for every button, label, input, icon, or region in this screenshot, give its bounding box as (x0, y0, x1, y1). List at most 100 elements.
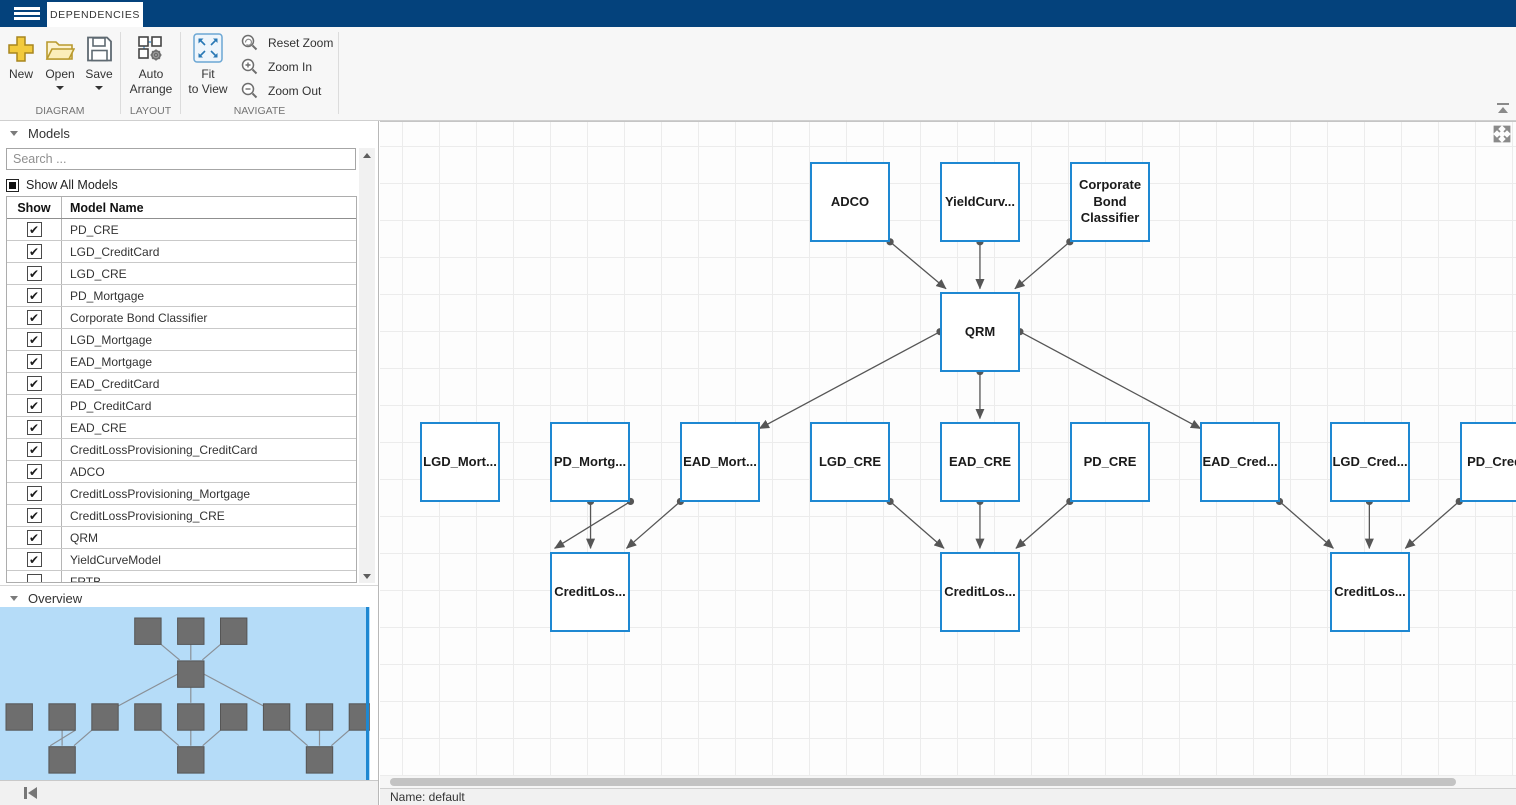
table-row: ✔ LGD_Mortgage (7, 329, 356, 351)
model-visibility-checkbox[interactable]: ✔ (26, 508, 42, 523)
canvas-horizontal-scrollbar[interactable] (380, 776, 1516, 788)
model-node-QRM[interactable]: QRM (940, 292, 1020, 372)
scrollbar-up-arrow[interactable] (359, 148, 375, 162)
dependency-edge (1279, 500, 1334, 549)
model-visibility-checkbox[interactable]: ✔ (26, 464, 42, 479)
minimap-edge (202, 729, 221, 747)
models-section-header[interactable]: Models (0, 121, 378, 145)
model-show-cell: ✔ (7, 417, 62, 438)
model-name-cell[interactable]: QRM (70, 530, 98, 545)
minimap-node (134, 703, 162, 731)
hamburger-menu-icon[interactable] (14, 7, 40, 20)
model-table-scrollbar[interactable] (359, 148, 375, 583)
model-node-CreditLossProvisioning_CreditCard[interactable]: CreditLos... (1330, 552, 1410, 632)
overview-minimap[interactable] (0, 607, 377, 780)
scrollbar-down-arrow[interactable] (359, 569, 375, 583)
model-visibility-checkbox[interactable]: ✔ (26, 376, 42, 391)
model-visibility-checkbox[interactable]: ✔ (26, 530, 42, 545)
overview-section-header[interactable]: Overview (0, 586, 378, 610)
expand-view-icon[interactable] (1492, 124, 1512, 144)
model-node-PD_CRE[interactable]: PD_CRE (1070, 422, 1150, 502)
save-dropdown-caret[interactable] (95, 86, 103, 90)
save-button[interactable]: Save (82, 35, 116, 90)
tab-dependencies[interactable]: DEPENDENCIES (47, 2, 143, 27)
model-name-cell[interactable]: PD_CreditCard (70, 398, 152, 413)
model-visibility-checkbox[interactable]: ✔ (26, 486, 42, 501)
model-name-cell[interactable]: PD_Mortgage (70, 288, 145, 303)
navigate-group-label: NAVIGATE (233, 105, 286, 117)
model-node-PD_CreditCard[interactable]: PD_Cred... (1460, 422, 1516, 502)
column-header-show[interactable]: Show (7, 197, 62, 218)
minimap-edge (201, 643, 221, 661)
overview-collapse-icon[interactable] (10, 595, 18, 601)
model-name-cell[interactable]: EAD_CRE (70, 420, 127, 435)
model-visibility-checkbox[interactable] (26, 574, 42, 582)
model-node-EAD_Mortgage[interactable]: EAD_Mort... (680, 422, 760, 502)
model-name-cell[interactable]: CreditLossProvisioning_CRE (70, 508, 225, 523)
model-name-cell[interactable]: EAD_Mortgage (70, 354, 153, 369)
model-show-cell: ✔ (7, 307, 62, 328)
diagram-canvas[interactable]: ADCO YieldCurv... Corporate Bond Classifie… (380, 121, 1516, 776)
model-visibility-checkbox[interactable]: ✔ (26, 552, 42, 567)
model-node-label: CreditLos... (944, 583, 1016, 599)
model-node-EAD_CreditCard[interactable]: EAD_Cred... (1200, 422, 1280, 502)
model-node-LGD_CreditCard[interactable]: LGD_Cred... (1330, 422, 1410, 502)
auto-arrange-button[interactable]: Auto Arrange (126, 35, 176, 97)
model-visibility-checkbox[interactable]: ✔ (26, 442, 42, 457)
open-button[interactable]: Open (42, 35, 78, 90)
model-name-cell[interactable]: ADCO (70, 464, 105, 479)
new-button[interactable]: New (4, 35, 38, 82)
model-name-cell[interactable]: LGD_CRE (70, 266, 127, 281)
model-visibility-checkbox[interactable]: ✔ (26, 288, 42, 303)
model-name-cell[interactable]: LGD_CreditCard (70, 244, 160, 259)
model-name-cell[interactable]: CreditLossProvisioning_CreditCard (70, 442, 258, 457)
model-visibility-checkbox[interactable]: ✔ (26, 354, 42, 369)
ribbon-separator (180, 32, 181, 114)
minimap-edge (203, 673, 265, 707)
model-visibility-checkbox[interactable]: ✔ (26, 398, 42, 413)
model-name-cell[interactable]: YieldCurveModel (70, 552, 161, 567)
horizontal-scrollbar-thumb[interactable] (390, 778, 1456, 786)
model-visibility-checkbox[interactable]: ✔ (26, 244, 42, 259)
model-node-LGD_Mortgage[interactable]: LGD_Mort... (420, 422, 500, 502)
model-show-cell: ✔ (7, 395, 62, 416)
model-node-label: EAD_Mort... (683, 453, 757, 469)
model-name-cell[interactable]: Corporate Bond Classifier (70, 310, 208, 325)
save-floppy-icon (86, 36, 112, 62)
model-node-CorporateBondClassifier[interactable]: Corporate Bond Classifier (1070, 162, 1150, 242)
model-search-input[interactable] (6, 148, 356, 170)
skip-to-start-icon[interactable] (24, 786, 40, 800)
model-visibility-checkbox[interactable]: ✔ (26, 332, 42, 347)
model-node-ADCO[interactable]: ADCO (810, 162, 890, 242)
minimap-node (220, 703, 248, 731)
models-collapse-icon[interactable] (10, 130, 18, 136)
model-node-PD_Mortgage[interactable]: PD_Mortg... (550, 422, 630, 502)
model-name-cell[interactable]: LGD_Mortgage (70, 332, 153, 347)
model-name-cell[interactable]: EAD_CreditCard (70, 376, 160, 391)
reset-zoom-button[interactable]: Reset Zoom (240, 34, 333, 52)
model-node-CreditLossProvisioning_Mortgage[interactable]: CreditLos... (550, 552, 630, 632)
zoom-out-button[interactable]: Zoom Out (240, 82, 321, 100)
model-visibility-checkbox[interactable]: ✔ (26, 266, 42, 281)
model-node-label: LGD_Cred... (1332, 453, 1408, 469)
model-node-LGD_CRE[interactable]: LGD_CRE (810, 422, 890, 502)
model-node-YieldCurveModel[interactable]: YieldCurv... (940, 162, 1020, 242)
model-show-cell: ✔ (7, 241, 62, 262)
model-visibility-checkbox[interactable]: ✔ (26, 222, 42, 237)
column-header-model-name[interactable]: Model Name (70, 200, 144, 215)
fit-to-view-button[interactable]: Fit to View (188, 33, 228, 97)
show-all-models-checkbox[interactable]: Show All Models (6, 176, 118, 194)
collapse-ribbon-icon[interactable] (1496, 103, 1510, 115)
model-name-cell[interactable]: PD_CRE (70, 222, 119, 237)
model-name-cell[interactable]: CreditLossProvisioning_Mortgage (70, 486, 251, 501)
model-node-EAD_CRE[interactable]: EAD_CRE (940, 422, 1020, 502)
model-visibility-checkbox[interactable]: ✔ (26, 310, 42, 325)
zoom-in-button[interactable]: Zoom In (240, 58, 312, 76)
open-dropdown-caret[interactable] (56, 86, 64, 90)
model-show-cell: ✔ (7, 329, 62, 350)
statusbar: Name: default (380, 788, 1516, 805)
model-name-cell[interactable]: FRTB (70, 574, 102, 583)
minimap-edge (160, 729, 180, 747)
model-node-CreditLossProvisioning_CRE[interactable]: CreditLos... (940, 552, 1020, 632)
model-visibility-checkbox[interactable]: ✔ (26, 420, 42, 435)
